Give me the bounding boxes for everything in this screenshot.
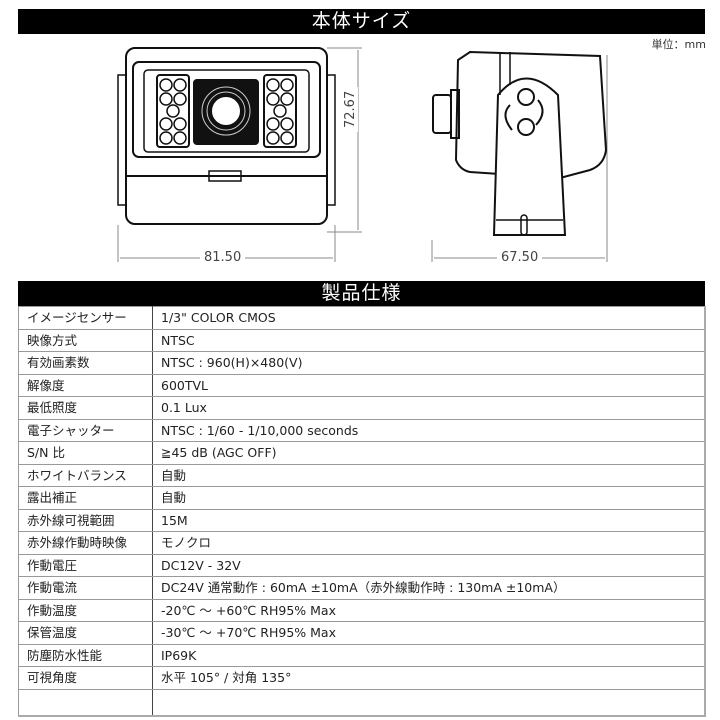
spec-key: 電子シャッター — [18, 418, 153, 442]
spec-value: ≧45 dB (AGC OFF) — [152, 441, 706, 465]
table-row: 保管温度-30℃ ～ +70℃ RH95% Max — [18, 621, 706, 645]
table-row: ホワイトバランス自動 — [18, 463, 706, 487]
spec-value: -30℃ ～ +70℃ RH95% Max — [152, 621, 706, 645]
section-title-dimensions: 本体サイズ — [18, 9, 705, 34]
spec-value: -20℃ ～ +60℃ RH95% Max — [152, 598, 706, 622]
spec-value: 自動 — [152, 486, 706, 510]
spec-key: 作動電流 — [18, 576, 153, 600]
spec-value: 15M — [152, 508, 706, 532]
camera-dimension-drawing — [117, 47, 608, 262]
table-row: 可視角度水平 105° / 対角 135° — [18, 666, 706, 690]
spec-key: 映像方式 — [18, 328, 153, 352]
spec-key: 露出補正 — [18, 486, 153, 510]
spec-key: 赤外線作動時映像 — [18, 531, 153, 555]
spec-value: 自動 — [152, 463, 706, 487]
spec-value: 600TVL — [152, 373, 706, 397]
spec-value: 1/3" COLOR CMOS — [152, 306, 706, 330]
spec-value: NTSC — [152, 328, 706, 352]
spec-value: NTSC : 960(H)×480(V) — [152, 351, 706, 375]
spec-key: 作動電圧 — [18, 553, 153, 577]
spec-key: 保管温度 — [18, 621, 153, 645]
spec-value: 水平 105° / 対角 135° — [152, 666, 706, 690]
table-row-empty — [18, 688, 706, 717]
side-view-drawing — [432, 50, 608, 236]
spec-key: 作動温度 — [18, 598, 153, 622]
spec-value: 0.1 Lux — [152, 396, 706, 420]
spec-key: ホワイトバランス — [18, 463, 153, 487]
table-row: 露出補正自動 — [18, 486, 706, 510]
section-title-specifications: 製品仕様 — [18, 281, 705, 306]
table-row: S/N 比≧45 dB (AGC OFF) — [18, 441, 706, 465]
front-height-label: 72.67 — [343, 86, 358, 132]
spec-key: 最低照度 — [18, 396, 153, 420]
spec-key: 赤外線可視範囲 — [18, 508, 153, 532]
spec-key: S/N 比 — [18, 441, 153, 465]
spec-value: NTSC : 1/60 - 1/10,000 seconds — [152, 418, 706, 442]
spec-value — [152, 688, 706, 717]
side-depth-label: 67.50 — [497, 250, 543, 265]
unit-label: 単位：mm — [651, 38, 706, 51]
spec-key: イメージセンサー — [18, 306, 153, 330]
spec-value: DC12V - 32V — [152, 553, 706, 577]
spec-value: モノクロ — [152, 531, 706, 555]
front-width-label: 81.50 — [200, 250, 246, 265]
table-row: 赤外線作動時映像モノクロ — [18, 531, 706, 555]
spec-key — [18, 688, 153, 717]
spec-key: 解像度 — [18, 373, 153, 397]
spec-value: IP69K — [152, 643, 706, 667]
spec-key: 有効画素数 — [18, 351, 153, 375]
spec-value: DC24V 通常動作 : 60mA ±10mA（赤外線動作時 : 130mA ±… — [152, 576, 706, 600]
front-view-drawing — [117, 47, 336, 225]
spec-key: 可視角度 — [18, 666, 153, 690]
table-row: 作動温度-20℃ ～ +60℃ RH95% Max — [18, 598, 706, 622]
spec-key: 防塵防水性能 — [18, 643, 153, 667]
